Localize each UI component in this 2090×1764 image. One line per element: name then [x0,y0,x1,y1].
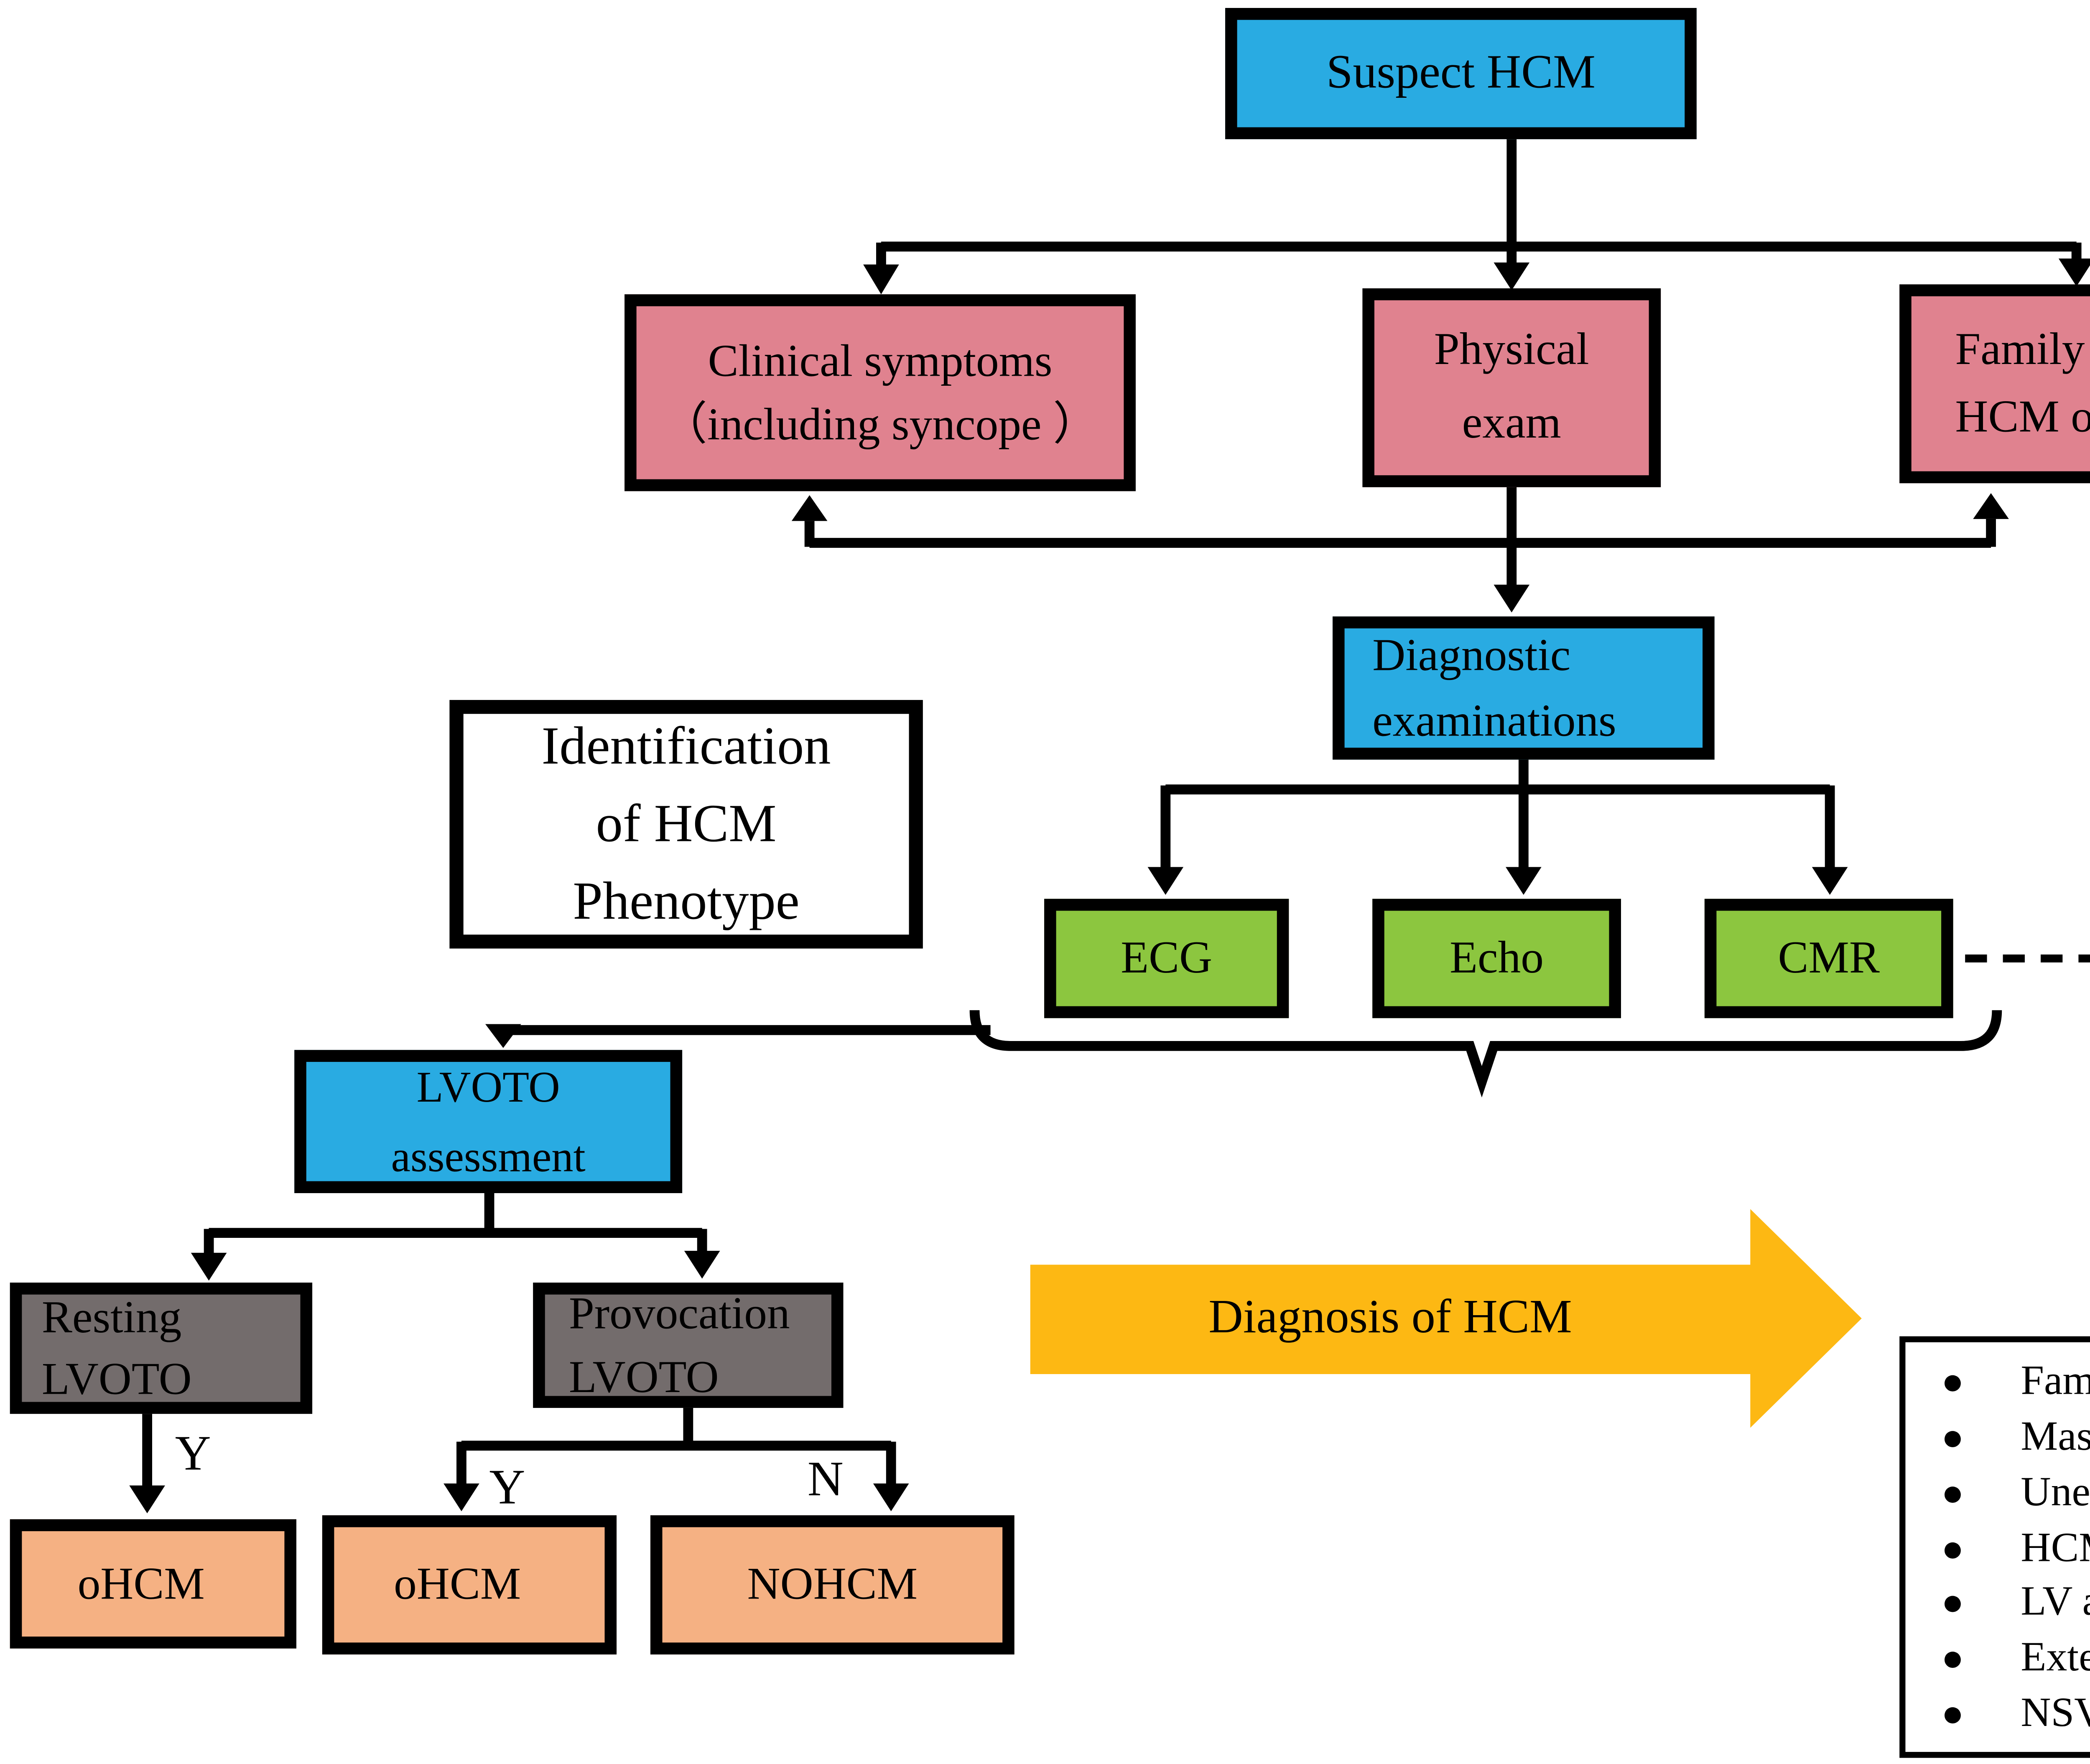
edge-label-provocation-no: N [807,1453,844,1507]
node-suspect-hcm-label: Suspect HCM [1326,47,1596,99]
arrowhead-to-physical [1494,262,1530,290]
clinical-symptoms-line2: （including syncope ） [661,399,1099,448]
risk-item: ● HCM with LV systolic dysfunction [1917,1522,2090,1572]
arrowhead-provocation-yes [443,1483,479,1512]
risk-factor-items: ● Family history of SCD ● Massive LVH ● Une… [1905,1342,2090,1752]
bullet-icon: ● [1941,1473,1964,1515]
lvoto-assessment-line1: LVOTO [416,1061,560,1111]
node-clinical-symptoms: Clinical symptoms （including syncope ） [624,294,1136,491]
risk-item-label: Extensive LGE on CMR imaging [2021,1633,2090,1681]
node-physical-exam: Physical exam [1362,288,1661,487]
edge-label-provocation-yes: Y [489,1461,525,1515]
edge-label-resting-yes: Y [175,1428,211,1481]
ohcm-provocation-label: oHCM [394,1560,521,1610]
node-lvoto-assessment: LVOTO assessment [294,1050,683,1193]
resting-lvoto-line2: LVOTO [41,1354,192,1404]
risk-item: ● Extensive LGE on CMR imaging [1917,1633,2090,1683]
arrowheads [129,258,2090,1514]
node-ohcm-provocation: oHCM [322,1515,617,1655]
bullet-icon: ● [1941,1639,1964,1681]
identification-line1: Identification [541,715,831,775]
arrowhead-to-ecg [1147,867,1184,895]
risk-item: ● Massive LVH [1917,1411,2090,1461]
bullet-icon: ● [1941,1528,1964,1570]
risk-item-label: Unexplained syncope [2021,1466,2090,1515]
risk-item: ● NSVT on ambulatory monitor [1917,1688,2090,1738]
family-history-line1: Family history: [1955,323,2090,373]
bullet-icon: ● [1941,1583,1964,1626]
arrowhead-to-clinical [863,264,899,295]
risk-item: ● Unexplained syncope [1917,1467,2090,1517]
provocation-lvoto-line1: Provocation [568,1289,790,1339]
bullet-icon: ● [1941,1417,1964,1459]
arrowhead-feedback-right [1973,493,2009,519]
risk-item-label: NSVT on ambulatory monitor [2021,1688,2090,1736]
diagnostic-examinations-line1: Diagnostic [1372,629,1571,680]
dashed-path [1965,954,2090,963]
risk-item: ● LV apical aneurysm [1917,1578,2090,1627]
diagnosis-arrow: Diagnosis of HCM [1030,1263,1751,1376]
arrowhead-provocation-no [873,1483,909,1512]
ecg-label: ECG [1121,933,1213,983]
diagnosis-arrow-label: Diagnosis of HCM [1208,1292,1572,1344]
family-history-line2: HCM or SCD [1955,392,2090,442]
arrowhead-to-echo [1506,867,1542,895]
ohcm-resting-label: oHCM [77,1559,205,1609]
solid-connectors [142,139,2082,1489]
risk-item: ● Family history of SCD [1917,1356,2090,1406]
dashed-connector-cmr-to-scd [1965,954,2090,963]
arrowhead-resting-yes [129,1485,165,1514]
arrowhead-to-diagnostic [1494,584,1530,613]
identification-line3: Phenotype [573,871,800,931]
node-provocation-lvoto: Provocation LVOTO [533,1283,844,1408]
provocation-lvoto-line2: LVOTO [568,1351,719,1401]
arrowhead-to-resting [191,1252,227,1281]
arrowhead-to-provocation [684,1250,720,1279]
echo-label: Echo [1450,933,1544,983]
node-family-history: Family history: HCM or SCD [1899,284,2090,484]
arrowhead-to-family [2058,258,2090,287]
arrowhead-to-lvoto [485,1024,521,1048]
identification-line2: of HCM [596,793,777,853]
underbrace [969,1010,2002,1098]
node-ohcm-resting: oHCM [10,1519,296,1649]
arrowhead-feedback-left [791,495,828,521]
bullet-icon: ● [1941,1362,1964,1404]
node-suspect-hcm: Suspect HCM [1225,8,1697,140]
lvoto-assessment-line2: assessment [391,1131,586,1181]
nohcm-label: NOHCM [747,1560,918,1610]
bullet-icon: ● [1941,1694,1964,1736]
node-identification-phenotype: Identification of HCM Phenotype [449,700,923,949]
risk-item-label: HCM with LV systolic dysfunction [2021,1522,2090,1570]
physical-exam-line2: exam [1462,397,1561,448]
clinical-symptoms-line1: Clinical symptoms [708,337,1053,387]
node-cmr: CMR [1704,899,1953,1018]
physical-exam-line1: Physical [1434,324,1589,374]
node-echo: Echo [1372,899,1621,1018]
node-diagnostic-examinations: Diagnostic examinations [1333,616,1715,760]
diagnostic-examinations-line2: examinations [1372,696,1616,746]
scd-risk-factor-list: ● Family history of SCD ● Massive LVH ● Une… [1899,1336,2090,1758]
node-nohcm: NOHCM [650,1515,1014,1655]
risk-item-label: Family history of SCD [2021,1356,2090,1404]
risk-item-label: Massive LVH [2021,1411,2090,1459]
node-ecg: ECG [1044,899,1289,1018]
arrowhead-to-cmr [1812,867,1848,895]
risk-item-label: LV apical aneurysm [2021,1578,2090,1626]
resting-lvoto-line1: Resting [41,1292,182,1342]
cmr-label: CMR [1778,933,1880,983]
node-resting-lvoto: Resting LVOTO [10,1283,313,1414]
diagnosis-arrow-shape [1030,1209,1862,1428]
